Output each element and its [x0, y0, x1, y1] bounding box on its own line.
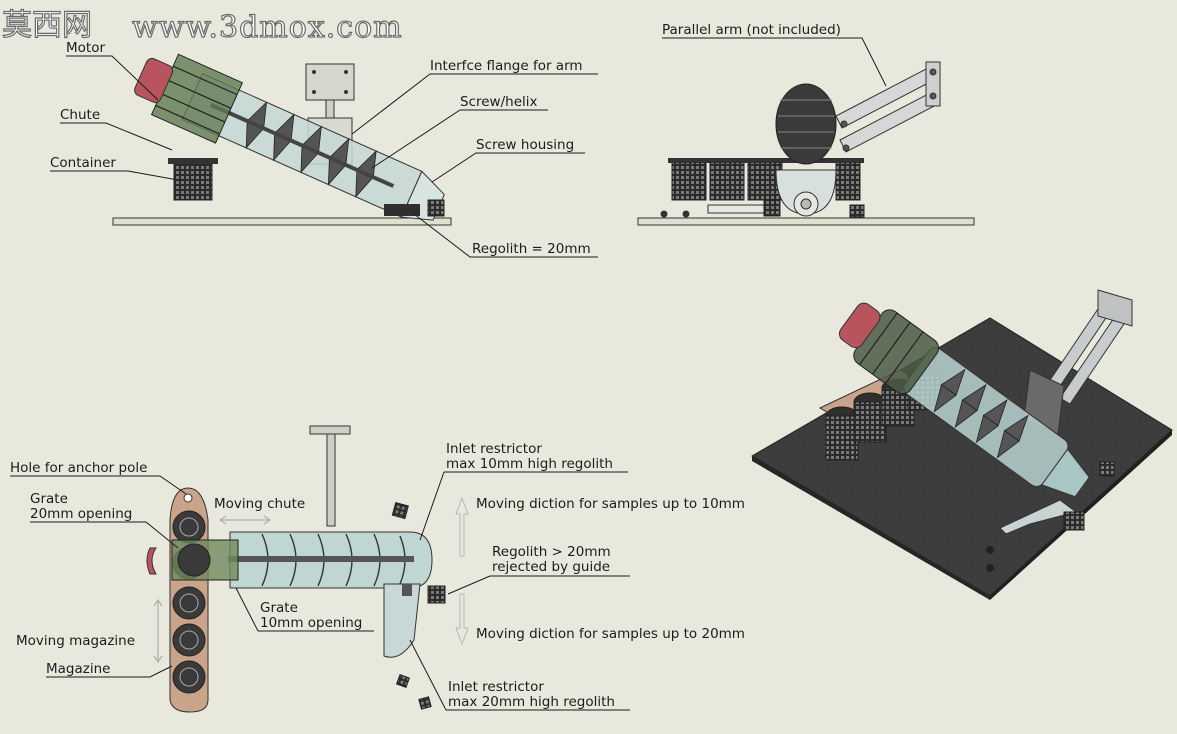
side-base-plate	[112, 217, 452, 226]
anchor-hole	[183, 493, 193, 503]
side-container-rim	[168, 158, 218, 164]
label-grate20-l1: Grate	[30, 491, 68, 507]
label-reject-l1: Regolith > 20mm	[492, 544, 611, 560]
label-regolith: Regolith = 20mm	[472, 241, 591, 257]
label-inlet10-l1: Inlet restrictor	[446, 441, 542, 457]
front-view: Parallel arm (not included)	[637, 22, 975, 226]
front-parallel-arm	[835, 61, 941, 153]
magazine-cups	[172, 510, 206, 694]
diction-arrows	[455, 496, 469, 646]
label-reject-l2: rejected by guide	[492, 559, 610, 575]
rejected-regolith	[427, 585, 446, 604]
front-motor-cage	[775, 83, 837, 165]
label-housing: Screw housing	[476, 137, 574, 153]
label-inlet20-l1: Inlet restrictor	[448, 679, 544, 695]
label-diction20: Moving diction for samples up to 20mm	[476, 626, 745, 642]
top-view: Hole for anchor pole Grate 20mm opening …	[10, 425, 745, 713]
label-chute: Chute	[60, 107, 100, 123]
motion-arrows	[153, 515, 272, 664]
watermark-cn: 莫西网	[2, 8, 92, 43]
iso-screw-helix	[933, 368, 1029, 459]
label-inlet10-l2: max 10mm high regolith	[446, 456, 613, 472]
label-screw: Screw/helix	[460, 94, 538, 110]
front-base-plate	[637, 217, 975, 226]
label-parallel-arm: Parallel arm (not included)	[662, 22, 841, 38]
label-grate10-l1: Grate	[260, 600, 298, 616]
label-grate20-l2: 20mm opening	[30, 506, 132, 522]
side-motor	[134, 57, 174, 103]
label-diction10: Moving diction for samples up to 10mm	[476, 496, 745, 512]
isometric-view	[751, 289, 1173, 600]
label-container: Container	[50, 155, 116, 171]
top-motor	[146, 547, 157, 575]
label-flange: Interfce flange for arm	[430, 58, 583, 74]
inlet-restrictor-20	[383, 583, 421, 658]
iso-guide	[999, 499, 1078, 535]
watermark: 莫西网 www.3dmox.com	[1, 7, 403, 45]
side-view: Motor Chute Container Interfce flange fo…	[50, 40, 598, 258]
front-magazine	[668, 158, 864, 201]
iso-motor	[838, 302, 881, 349]
label-motor: Motor	[66, 40, 105, 56]
top-mast	[326, 431, 336, 527]
side-container	[173, 161, 213, 201]
label-inlet20-l2: max 20mm high regolith	[448, 694, 615, 710]
iso-parallel-arm	[1023, 289, 1133, 435]
label-grate10-l2: 10mm opening	[260, 615, 362, 631]
label-moving-chute: Moving chute	[214, 496, 305, 512]
watermark-url: www.3dmox.com	[132, 10, 403, 45]
iso-magazine	[818, 366, 946, 461]
label-moving-magazine: Moving magazine	[16, 633, 135, 649]
side-regolith	[384, 204, 420, 216]
side-flange-plate	[305, 63, 355, 101]
label-magazine: Magazine	[46, 661, 110, 677]
label-anchor: Hole for anchor pole	[10, 460, 147, 476]
iso-base-plate	[751, 317, 1173, 597]
